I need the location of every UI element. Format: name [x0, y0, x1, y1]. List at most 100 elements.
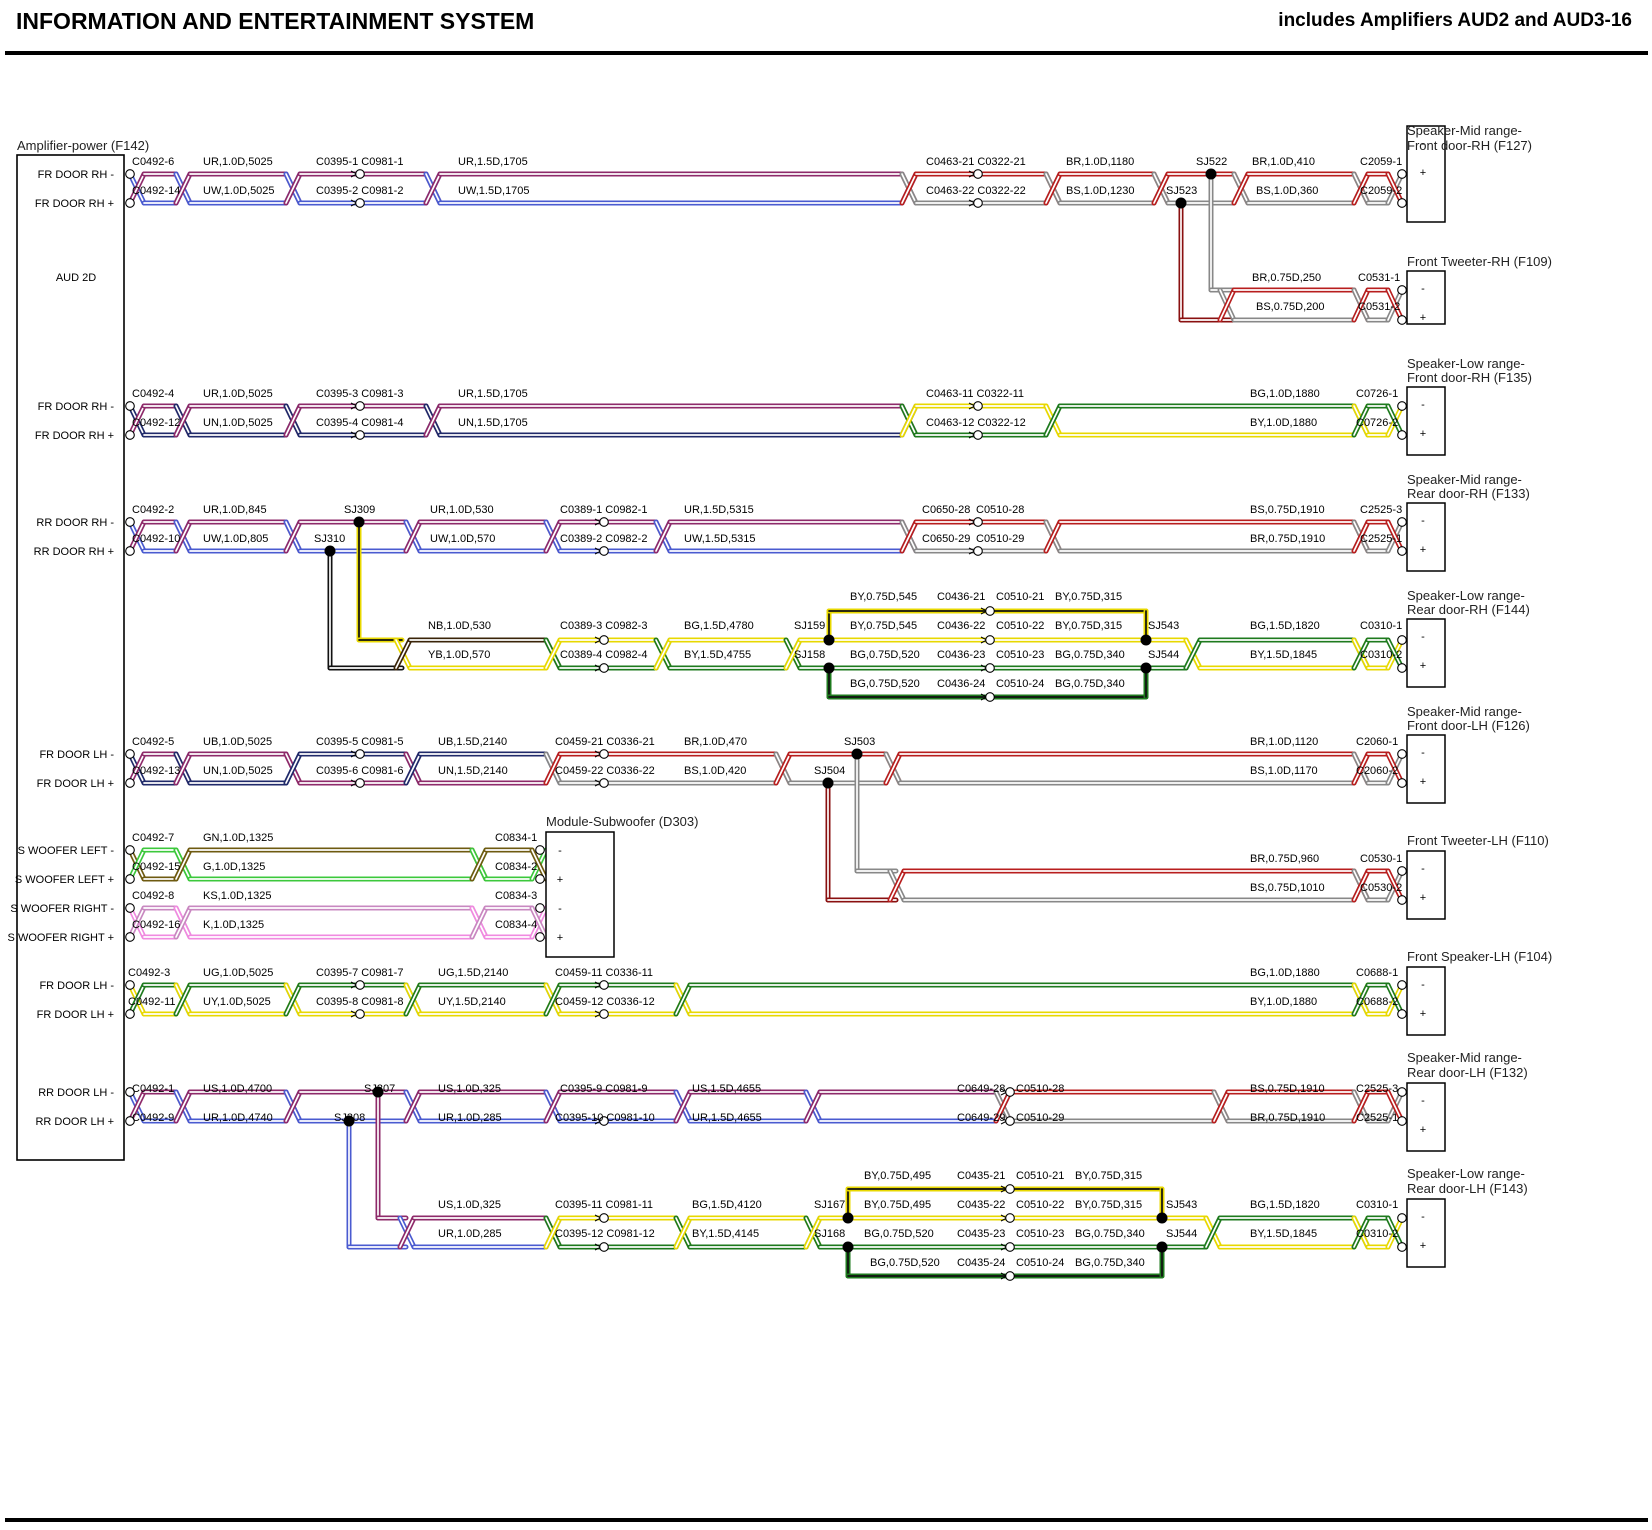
wire-stripe — [285, 1091, 301, 1122]
wire-stripe — [675, 1217, 691, 1248]
splice-dot — [842, 1241, 854, 1253]
wire-label: BR,1.0D,1120 — [1250, 736, 1318, 748]
wire-label: BY,0.75D,495 — [864, 1199, 931, 1211]
connector-pin — [125, 1116, 135, 1126]
wire-label: BY,0.75D,315 — [1055, 620, 1122, 632]
wire-label: C0436-24 — [937, 678, 985, 690]
wire-stripe — [675, 1091, 691, 1122]
wire-stripe — [1387, 405, 1403, 436]
wire-stripe — [655, 639, 671, 669]
boxes-layer — [16, 125, 1446, 1268]
wire-label: SJ522 — [1196, 156, 1227, 168]
connector-pin — [355, 401, 365, 411]
speaker-pin-minus: - — [1421, 979, 1425, 991]
connector-pin — [1397, 635, 1407, 645]
wire-label: C0492-16 — [132, 919, 180, 931]
wire-stripe — [285, 753, 301, 784]
wire-stripe — [1045, 405, 1061, 436]
amplifier-pin-label: S WOOFER LEFT - — [18, 845, 115, 857]
amplifier-pin-label: RR DOOR LH + — [35, 1116, 114, 1128]
connector-pin — [125, 749, 135, 759]
speaker-pin-plus: + — [1420, 167, 1426, 179]
wire-label: BG,1.5D,4780 — [684, 620, 754, 632]
splice-dot — [324, 545, 336, 557]
wire-label: C2060-1 — [1356, 736, 1398, 748]
connector-pin — [599, 663, 609, 673]
wire-label: C0436-23 — [937, 649, 985, 661]
amplifier-pin-label: FR DOOR RH + — [35, 430, 114, 442]
wire-label: C0510-21 — [996, 591, 1044, 603]
wire-label: US,1.0D,4700 — [203, 1083, 272, 1095]
connector-pin — [1397, 1213, 1407, 1223]
wire-label: BG,0.75D,520 — [870, 1257, 940, 1269]
wires-layer — [127, 171, 1405, 1279]
speaker-pin-plus: + — [1420, 312, 1426, 324]
wire-label: BR,1.0D,1180 — [1066, 156, 1134, 168]
connector-pin — [1397, 895, 1407, 905]
connector-pin — [1005, 1271, 1015, 1281]
wire-label: BR,0.75D,960 — [1250, 853, 1319, 865]
wire-stripe — [129, 1091, 145, 1122]
wire-label: C0435-22 — [957, 1199, 1005, 1211]
connector-pin — [1397, 517, 1407, 527]
wire-label: C0650-28 — [922, 504, 970, 516]
connector-pin — [599, 1213, 609, 1223]
wire-stripe — [1233, 173, 1249, 204]
subwoofer-box — [545, 831, 615, 958]
connector-pin — [1397, 749, 1407, 759]
wire-label: SJ308 — [334, 1112, 365, 1124]
amplifier-pin-label: RR DOOR RH + — [34, 546, 114, 558]
wire-label: C0726-1 — [1356, 388, 1398, 400]
connector-pin — [355, 749, 365, 759]
wire-stripe — [175, 173, 191, 204]
connector-pin — [1397, 315, 1407, 325]
wire-label: C0492-12 — [132, 417, 180, 429]
splice-dot — [1140, 634, 1152, 646]
wire-label: C0435-21 — [957, 1170, 1005, 1182]
wire-stripe — [1153, 173, 1169, 204]
amplifier-pin-label: FR DOOR LH - — [39, 980, 114, 992]
connector-pin — [985, 606, 995, 616]
wire-label: UW,1.0D,570 — [430, 533, 495, 545]
connector-pin — [599, 1242, 609, 1252]
speaker-pin-minus: - — [1421, 863, 1425, 875]
wire-stripe — [885, 753, 901, 784]
connector-pin — [1397, 866, 1407, 876]
wire-label: UW,1.0D,5025 — [203, 185, 275, 197]
wire-label: BG,1.5D,1820 — [1250, 620, 1320, 632]
wire-stripe — [655, 521, 671, 552]
speaker-box — [1406, 734, 1446, 804]
wire-stripe — [1353, 1217, 1369, 1248]
splice-dot — [343, 1115, 355, 1127]
wire-stripe — [129, 984, 145, 1015]
speaker-pin-plus: + — [1420, 1008, 1426, 1020]
amplifier-center-label: AUD 2D — [56, 272, 96, 284]
wire-label: C0389-3 C0982-3 — [560, 620, 647, 632]
wire-label: C0459-11 C0336-11 — [555, 967, 653, 979]
wire-label: BG,0.75D,340 — [1075, 1228, 1145, 1240]
wire-label: BS,0.75D,1910 — [1250, 1083, 1325, 1095]
wire-stripe — [285, 405, 301, 436]
wire-label: UW,1.0D,805 — [203, 533, 268, 545]
connector-pin — [599, 1009, 609, 1019]
wire-label: C0531-1 — [1358, 272, 1400, 284]
wire-stripe — [129, 907, 145, 938]
connector-pin — [125, 198, 135, 208]
connector-pin — [355, 198, 365, 208]
wire-label: C2060-2 — [1356, 765, 1398, 777]
wire-label: C0510-22 — [996, 620, 1044, 632]
connector-pin — [973, 198, 983, 208]
speaker-pin-minus: - — [1421, 747, 1425, 759]
wire-label: UY,1.5D,2140 — [438, 996, 506, 1008]
wire-stripe — [1387, 289, 1403, 321]
wire-label: C0530-2 — [1360, 882, 1402, 894]
amplifier-pin-label: FR DOOR RH - — [38, 169, 115, 181]
wire-label: UR,1.0D,845 — [203, 504, 267, 516]
connector-pin — [599, 635, 609, 645]
speaker-pin-minus: - — [1421, 138, 1425, 150]
subwoofer-pin: + — [557, 932, 563, 944]
splice-dot — [851, 748, 863, 760]
wire-label: C0492-7 — [132, 832, 174, 844]
connector-pin — [973, 430, 983, 440]
wire-label: C0492-5 — [132, 736, 174, 748]
